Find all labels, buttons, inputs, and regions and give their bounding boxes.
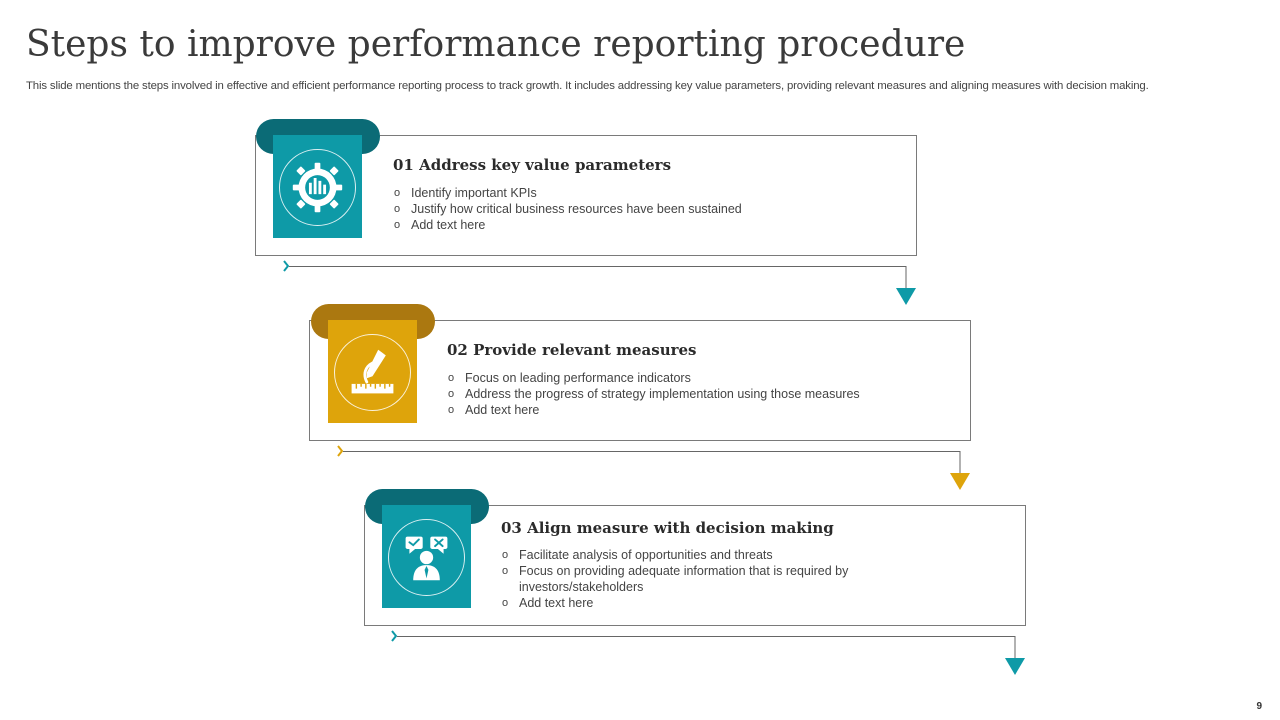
pencil-ruler-icon (351, 349, 394, 394)
arrow-down-icon (896, 288, 916, 305)
list-item: Address the progress of strategy impleme… (448, 386, 860, 402)
connector-2 (337, 445, 970, 490)
icon-circle (279, 149, 356, 226)
list-item: Focus on providing adequate information … (502, 563, 848, 579)
page-title: Steps to improve performance reporting p… (26, 24, 966, 65)
step-2-banner (311, 304, 435, 423)
icon-circle (334, 334, 411, 411)
list-item: Add text here (448, 402, 860, 418)
step-2-title: 02 Provide relevant measures (447, 341, 697, 359)
list-item: Identify important KPIs (394, 185, 742, 201)
list-item-continuation: investors/stakeholders (519, 580, 644, 594)
list-item: Add text here (502, 595, 848, 611)
step-3-bullets: Facilitate analysis of opportunities and… (502, 547, 848, 611)
step-3-banner (365, 489, 489, 608)
list-item: Focus on leading performance indicators (448, 370, 860, 386)
gear-bars-icon (292, 162, 343, 213)
decision-person-icon (405, 536, 448, 581)
connector-3 (391, 630, 1025, 675)
step-3-title: 03 Align measure with decision making (501, 519, 834, 537)
list-item: Justify how critical business resources … (394, 201, 742, 217)
page-number: 9 (1256, 701, 1262, 712)
step-1-banner (256, 119, 380, 238)
list-item: Facilitate analysis of opportunities and… (502, 547, 848, 563)
page-subtitle: This slide mentions the steps involved i… (26, 80, 1149, 92)
list-item: Add text here (394, 217, 742, 233)
step-2-bullets: Focus on leading performance indicators … (448, 370, 860, 418)
step-1-bullets: Identify important KPIs Justify how crit… (394, 185, 742, 233)
arrow-down-icon (1005, 658, 1025, 675)
connector-1 (283, 260, 916, 305)
icon-circle (388, 519, 465, 596)
step-1-title: 01 Address key value parameters (393, 156, 672, 174)
arrow-down-icon (950, 473, 970, 490)
